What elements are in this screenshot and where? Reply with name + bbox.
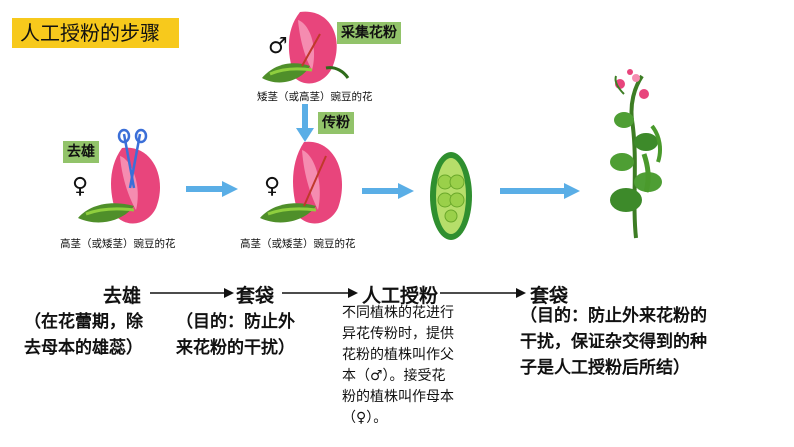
- step-bag-1: 套袋: [236, 285, 275, 307]
- tag-collect-pollen: 采集花粉: [337, 22, 401, 44]
- desc-bag-1: （目的：防止外 来花粉的干扰）: [176, 312, 295, 358]
- pea-pod: [428, 150, 474, 242]
- flow-arrow-1: [150, 288, 234, 298]
- female-symbol-mid: ♀: [264, 174, 281, 199]
- down-arrow: [296, 104, 314, 142]
- flow-arrow-3: [440, 288, 526, 298]
- pea-plant: [596, 69, 676, 240]
- page-title: 人工授粉的步骤: [12, 18, 179, 48]
- step-pollinate: 人工授粉: [362, 285, 439, 307]
- step-bag-2: 套袋: [530, 285, 569, 307]
- right-arrow-2: [362, 183, 414, 199]
- desc-pollinate: 不同植株的花进行 异花传粉时，提供 花粉的植株叫作父 本（♂）。接受花 粉的植株…: [342, 305, 454, 426]
- male-symbol-top: ♂: [268, 34, 288, 59]
- top-flower: [240, 8, 360, 90]
- tag-pollinate: 传粉: [318, 112, 354, 134]
- caption-mid-flower: 高茎（或矮茎）豌豆的花: [240, 238, 356, 250]
- tag-emasculate: 去雄: [63, 141, 99, 163]
- right-arrow-3: [500, 183, 580, 199]
- desc-bag-2: （目的：防止外来花粉的 干扰，保证杂交得到的种 子是人工授粉后所结）: [520, 306, 707, 378]
- caption-left-flower: 高茎（或矮茎）豌豆的花: [60, 238, 176, 250]
- left-flower: [60, 128, 180, 230]
- caption-top-flower: 矮茎（或高茎）豌豆的花: [257, 91, 373, 103]
- middle-flower: [242, 136, 362, 232]
- female-symbol-left: ♀: [72, 174, 89, 199]
- flow-arrow-2: [282, 288, 358, 298]
- right-arrow-1: [186, 181, 238, 197]
- step-emasculate: 去雄: [103, 285, 142, 307]
- desc-emasculate: （在花蕾期，除 去母本的雄蕊）: [24, 312, 143, 358]
